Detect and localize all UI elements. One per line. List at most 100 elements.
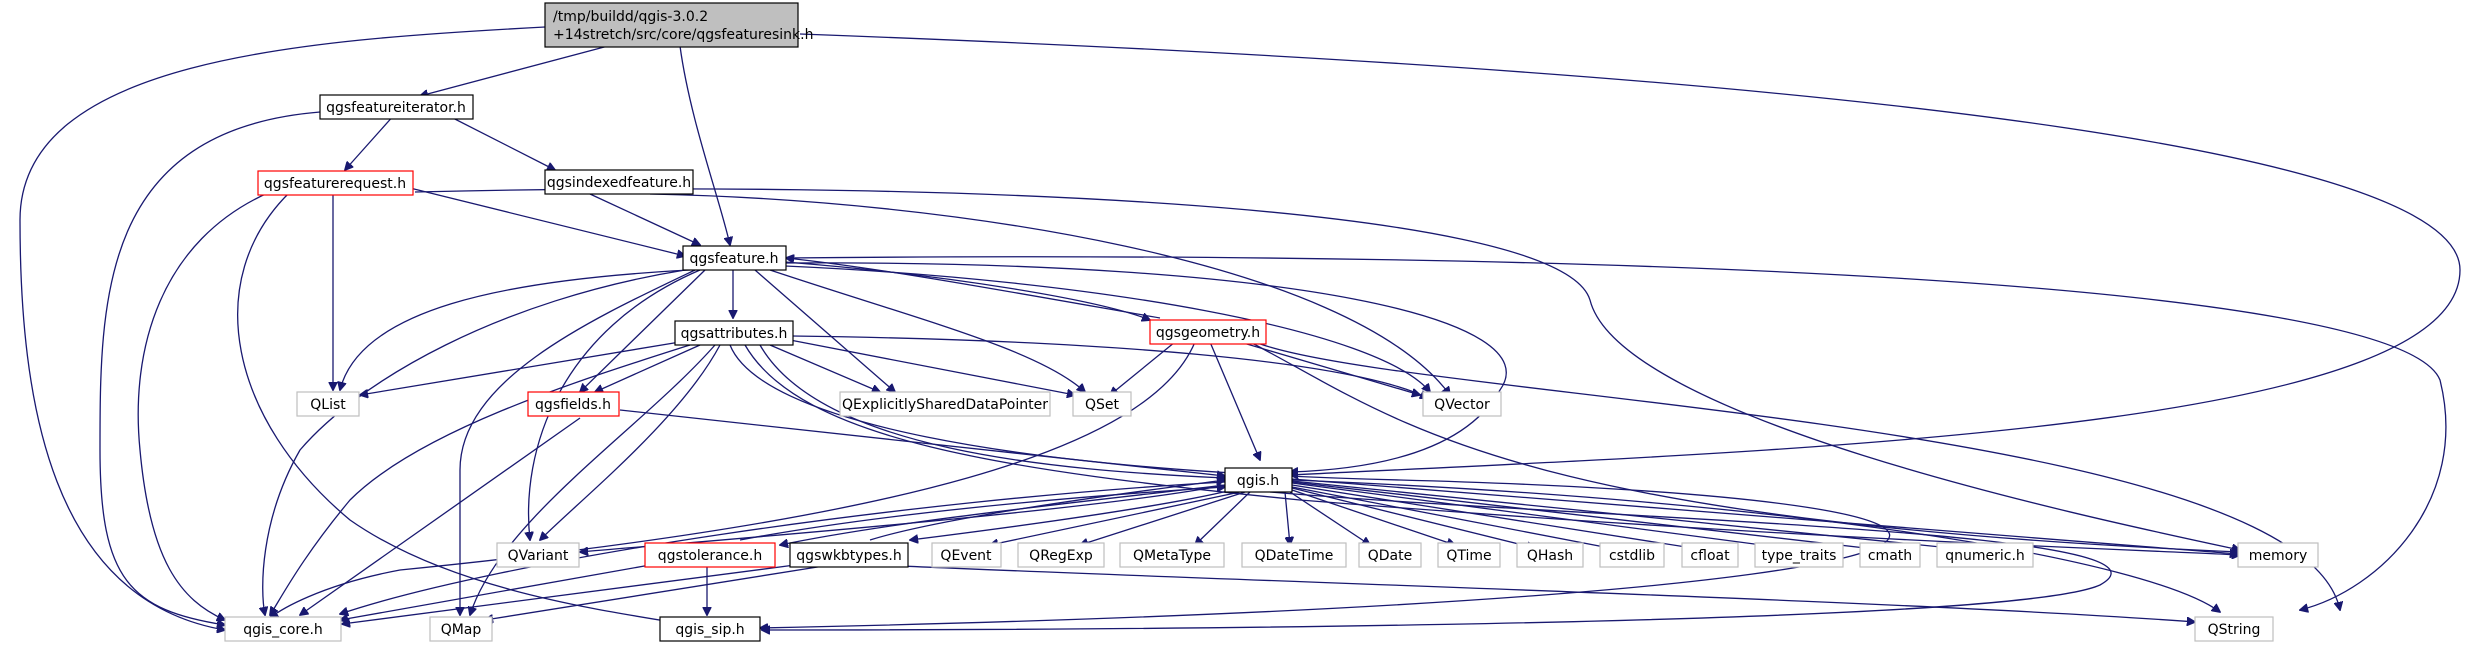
edge-geometry-qgis_core — [270, 341, 1196, 618]
edge-request-qgis_sip — [237, 191, 690, 625]
edge-request-qgsfeature — [409, 187, 685, 256]
node-qvector[interactable]: QVector — [1422, 391, 1502, 417]
edge-root-qgis_core — [19, 26, 546, 630]
label-qmap: QMap — [441, 622, 482, 638]
edge-attributes-qgis_core — [270, 344, 691, 615]
edge-qgis-qhash — [1291, 487, 1535, 548]
edge-geometry-qgsfeature — [786, 258, 1161, 319]
label-qgsfeature: qgsfeature.h — [690, 251, 779, 267]
node-qgsindexedfeature[interactable]: qgsindexedfeature.h — [544, 169, 694, 195]
node-qgstolerance[interactable]: qgstolerance.h — [644, 542, 776, 568]
root-label-line2: +14stretch/src/core/qgsfeaturesink.h — [553, 27, 813, 43]
node-qgsgeometry[interactable]: qgsgeometry.h — [1149, 319, 1267, 345]
label-qgswkbtypes: qgswkbtypes.h — [796, 548, 901, 564]
node-cmath[interactable]: cmath — [1859, 542, 1921, 568]
node-qgis[interactable]: qgis.h — [1224, 467, 1293, 493]
edge-attributes-qvariant — [540, 344, 721, 540]
edge-qgis-type_traits — [1291, 482, 1800, 550]
label-qevent: QEvent — [940, 548, 992, 564]
edge-feature-qgis_core — [263, 269, 686, 615]
edge-geometry-memory — [1249, 341, 2240, 552]
label-qgstolerance: qgstolerance.h — [658, 548, 762, 564]
node-qlist[interactable]: QList — [296, 391, 360, 417]
label-qvariant: QVariant — [508, 548, 569, 564]
edge-qgis-qtime — [1291, 489, 1455, 545]
label-qgsfeaturerequest: qgsfeaturerequest.h — [264, 176, 406, 192]
graph-nodes: /tmp/buildd/qgis-3.0.2 +14stretch/src/co… — [224, 2, 2319, 642]
label-qregexp: QRegExp — [1029, 548, 1093, 564]
edge-feature-qgis — [784, 262, 1507, 472]
node-qgsfields[interactable]: qgsfields.h — [527, 391, 620, 417]
node-qdate[interactable]: QDate — [1358, 542, 1422, 568]
node-qtime[interactable]: QTime — [1437, 542, 1501, 568]
node-qmetatype[interactable]: QMetaType — [1119, 542, 1225, 568]
edge-indexed-qgsfeature — [589, 193, 700, 245]
node-qnumeric[interactable]: qnumeric.h — [1936, 542, 2034, 568]
edge-root-qgsfeatureiterator — [420, 45, 609, 96]
edge-attributes-memory — [744, 344, 2240, 555]
label-qgsfields: qgsfields.h — [535, 397, 611, 413]
node-qregexp[interactable]: QRegExp — [1017, 542, 1105, 568]
node-cfloat[interactable]: cfloat — [1681, 542, 1739, 568]
edge-feature-qstring — [784, 256, 2447, 610]
edge-attributes-qmap — [470, 344, 716, 615]
node-qexplicitlyshareddatapointer[interactable]: QExplicitlySharedDataPointer — [839, 391, 1051, 417]
edge-qgis-qgstolerance — [780, 484, 1226, 545]
node-qvariant[interactable]: QVariant — [496, 542, 580, 568]
node-qgsfeature[interactable]: qgsfeature.h — [682, 245, 787, 271]
edge-attributes-qlist — [360, 341, 681, 395]
edge-fields-qgis — [619, 409, 1225, 476]
edge-qgis-qdatetime — [1284, 491, 1290, 545]
node-qgsfeaturerequest[interactable]: qgsfeaturerequest.h — [257, 170, 414, 196]
node-root-qgsfeaturesink[interactable]: /tmp/buildd/qgis-3.0.2 +14stretch/src/co… — [544, 2, 813, 48]
edge-request-qgis_core — [137, 191, 271, 620]
label-qvector: QVector — [1434, 397, 1490, 413]
label-qgsattributes: qgsattributes.h — [681, 326, 788, 342]
node-type_traits[interactable]: type_traits — [1754, 542, 1844, 568]
edge-geometry-qstring — [1254, 341, 2340, 610]
node-cstdlib[interactable]: cstdlib — [1599, 542, 1665, 568]
edge-geometry-qgis — [1209, 341, 1260, 460]
edge-feature-qlist — [340, 269, 691, 390]
root-label-line1: /tmp/buildd/qgis-3.0.2 — [553, 9, 708, 25]
node-qgis_core[interactable]: qgis_core.h — [224, 616, 342, 642]
label-qhash: QHash — [1527, 548, 1573, 564]
node-qmap[interactable]: QMap — [429, 616, 493, 642]
node-qgsattributes[interactable]: qgsattributes.h — [674, 320, 794, 346]
edge-qgis-qevent — [990, 491, 1241, 545]
edge-qgswkbtypes-qgis — [869, 480, 1225, 541]
label-type_traits: type_traits — [1762, 548, 1837, 564]
edge-qgis-qgis_core — [340, 481, 1226, 614]
edge-iterator-qgsindexedfeature — [444, 113, 555, 170]
edge-wkbtypes-qmap — [485, 564, 831, 620]
node-qgsfeatureiterator[interactable]: qgsfeatureiterator.h — [319, 94, 474, 120]
edge-feature-qgsfields — [580, 269, 706, 392]
edge-qgis-qmetatype — [1195, 491, 1251, 545]
label-memory: memory — [2249, 548, 2308, 564]
edge-tolerance-qgis_core — [340, 564, 651, 620]
edge-attributes-qgis — [759, 344, 1225, 478]
edge-iterator-qgis_core — [99, 111, 321, 625]
edge-iterator-qgsfeaturerequest — [345, 113, 396, 170]
label-qgis_core: qgis_core.h — [243, 622, 323, 638]
label-qmetatype: QMetaType — [1133, 548, 1211, 564]
edge-qgis-cfloat — [1291, 484, 1705, 550]
node-qdatetime[interactable]: QDateTime — [1241, 542, 1347, 568]
node-qhash[interactable]: QHash — [1516, 542, 1584, 568]
node-qset[interactable]: QSet — [1072, 391, 1132, 417]
node-qgis_sip[interactable]: qgis_sip.h — [659, 616, 761, 642]
label-qset: QSet — [1085, 397, 1120, 413]
label-qstring: QString — [2208, 622, 2261, 638]
edge-qgis-qgswkbtypes — [910, 489, 1233, 540]
node-qstring[interactable]: QString — [2194, 616, 2274, 642]
label-qdate: QDate — [1368, 548, 1412, 564]
node-qevent[interactable]: QEvent — [931, 542, 1002, 568]
label-qgsgeometry: qgsgeometry.h — [1156, 325, 1260, 341]
label-qlist: QList — [310, 397, 346, 413]
edge-attributes-qvector — [791, 335, 1428, 398]
edge-wkbtypes-qstring — [879, 564, 2195, 622]
node-qgswkbtypes[interactable]: qgswkbtypes.h — [789, 542, 909, 568]
node-memory[interactable]: memory — [2237, 542, 2319, 568]
edge-fields-qgis_core — [300, 417, 581, 615]
